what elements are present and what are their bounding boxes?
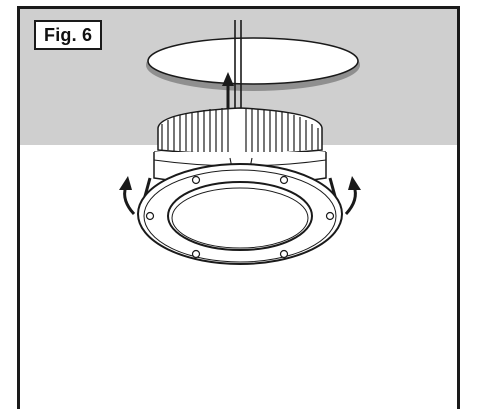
trim-screws [145,175,335,259]
curved-arrow-right-icon [344,176,361,216]
ceiling-opening [146,37,360,91]
suspension-cable [234,20,242,112]
figure-label: Fig. 6 [34,20,103,50]
heat-sink [153,107,327,158]
curved-arrow-left-icon [119,176,136,216]
arrow-up-icon [222,72,234,110]
trim-ring [137,163,343,265]
